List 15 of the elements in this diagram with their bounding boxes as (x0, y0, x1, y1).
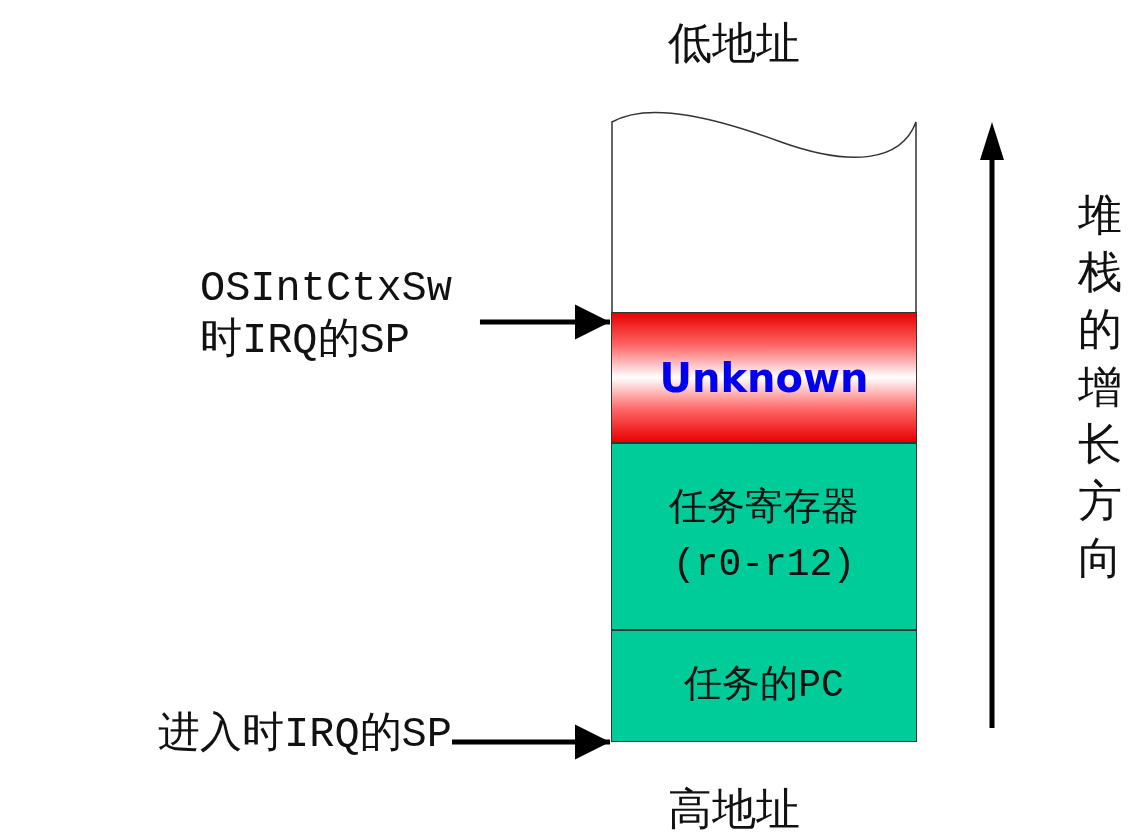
block-text: (r0-r12) (672, 541, 856, 588)
direction-label: 堆栈的增长方向 (1078, 192, 1123, 589)
arrow (452, 724, 610, 760)
arrow (479, 304, 610, 340)
stack-block (611, 443, 917, 630)
stack-free-space (611, 112, 917, 312)
stack-block (611, 630, 917, 742)
block-text: 任务的PC (684, 663, 844, 710)
stack-block (611, 312, 917, 443)
address-label: 高地址 (668, 785, 800, 838)
pointer-text: 进入时IRQ的SP (157, 709, 452, 761)
block-text: Unknown (659, 354, 869, 401)
block-text: 任务寄存器 (669, 486, 859, 533)
address-label: 低地址 (668, 20, 800, 73)
pointer-text: OSIntCtxSw时IRQ的SP (199, 263, 453, 367)
